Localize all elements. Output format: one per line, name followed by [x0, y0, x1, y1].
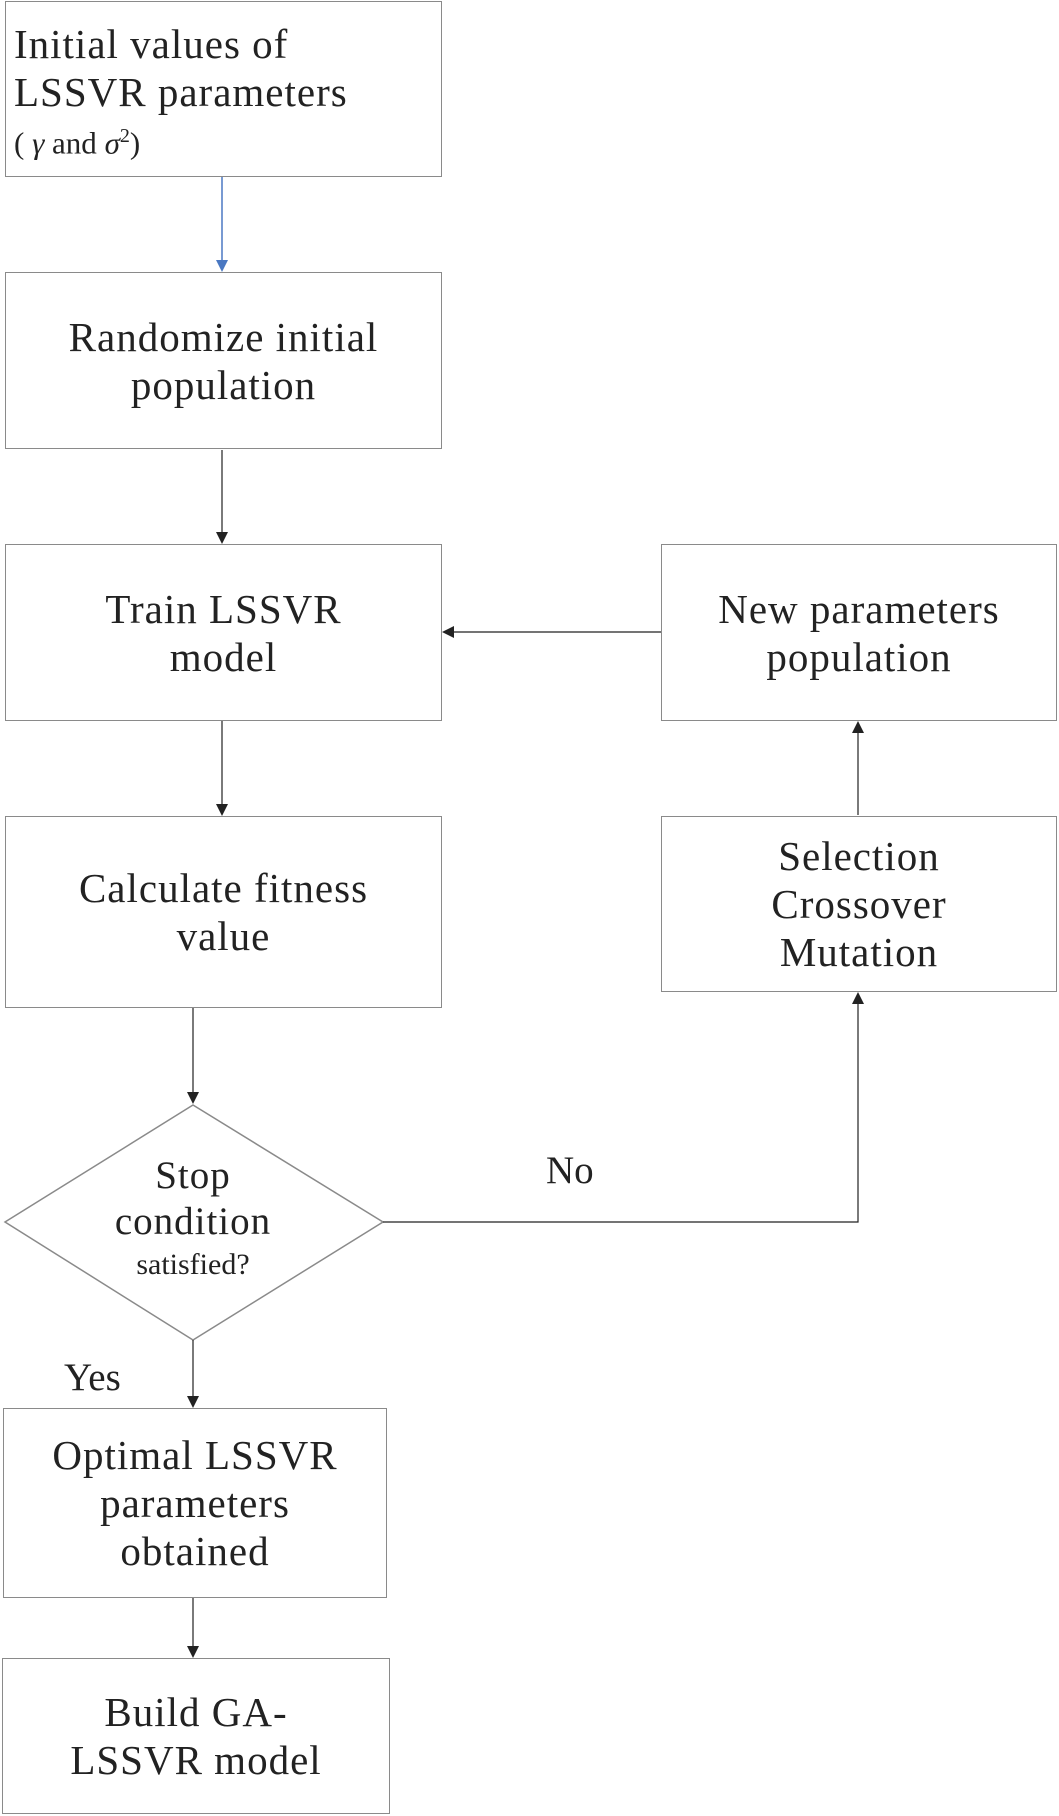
- node-stop-line-1: Stop: [155, 1154, 231, 1197]
- node-genetic-operators: Selection Crossover Mutation: [661, 816, 1057, 992]
- node-ops-line-2: Crossover: [771, 881, 947, 927]
- paren-open: (: [14, 125, 33, 161]
- node-build-line-2: LSSVR model: [70, 1737, 322, 1783]
- node-newpop-line-2: population: [766, 633, 952, 680]
- superscript-two: 2: [119, 125, 130, 147]
- node-randomize-line-2: population: [130, 361, 317, 408]
- node-calculate-fitness: Calculate fitness value: [5, 816, 442, 1008]
- node-optimal-parameters: Optimal LSSVR parameters obtained: [3, 1408, 387, 1598]
- node-initial-values-line-2: LSSVR parameters: [14, 69, 348, 115]
- node-fitness-line-1: Calculate fitness: [78, 865, 369, 911]
- node-train-line-2: model: [169, 633, 278, 680]
- gamma-symbol: γ: [32, 125, 45, 161]
- node-randomize-population: Randomize initial population: [5, 272, 442, 449]
- node-fitness-line-2: value: [176, 913, 271, 959]
- and-text: and: [44, 125, 105, 161]
- node-new-population: New parameters population: [661, 544, 1057, 721]
- node-randomize-line-1: Randomize initial: [68, 313, 379, 360]
- node-build-model: Build GA- LSSVR model: [2, 1658, 390, 1814]
- node-train-line-1: Train LSSVR: [105, 585, 342, 632]
- node-initial-values-line-1: Initial values of: [14, 21, 289, 67]
- node-optimal-line-2: parameters: [100, 1480, 290, 1526]
- node-newpop-line-1: New parameters: [718, 585, 1000, 632]
- node-stop-line-3: satisfied?: [136, 1248, 250, 1281]
- paren-close: ): [129, 125, 141, 161]
- node-ops-line-3: Mutation: [779, 929, 939, 975]
- node-ops-line-1: Selection: [778, 833, 940, 879]
- node-build-line-1: Build GA-: [104, 1689, 288, 1735]
- node-stop-condition: Stop condition satisfied?: [43, 1153, 343, 1285]
- node-optimal-line-3: obtained: [120, 1528, 270, 1574]
- edge-label-no: No: [546, 1149, 594, 1192]
- sigma-symbol: σ: [104, 125, 120, 161]
- arrow-stop-to-ops: [383, 992, 864, 1223]
- edge-label-yes: Yes: [64, 1356, 121, 1399]
- parameter-symbols: ( γ and σ2): [14, 116, 140, 163]
- node-stop-line-2: condition: [114, 1200, 272, 1243]
- node-optimal-line-1: Optimal LSSVR: [52, 1432, 338, 1478]
- node-train-model: Train LSSVR model: [5, 544, 442, 721]
- node-initial-values: Initial values of LSSVR parameters ( γ a…: [5, 1, 442, 177]
